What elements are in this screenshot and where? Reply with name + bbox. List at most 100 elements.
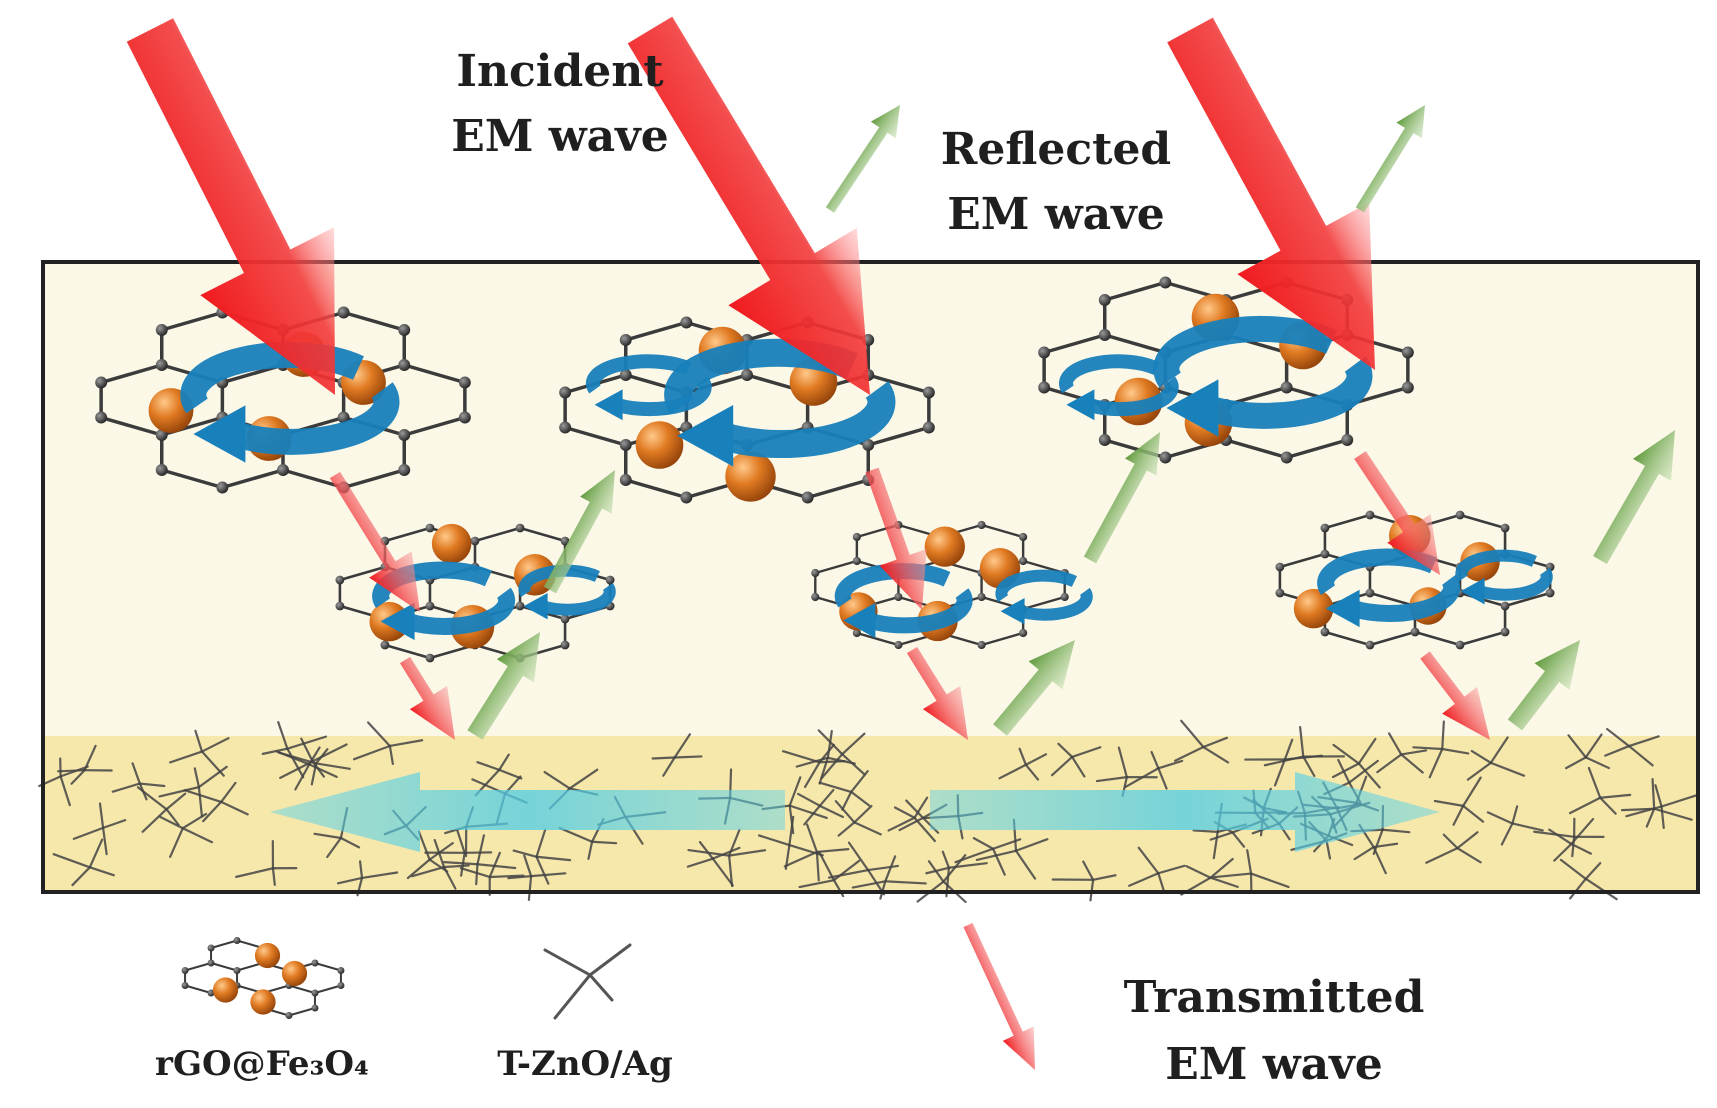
label-incident-line2: EM wave xyxy=(451,111,669,162)
reflected-arrow-left-2 xyxy=(543,470,615,594)
tetrapod xyxy=(817,729,866,780)
tetrapod xyxy=(1331,737,1381,789)
internal-arrow-left-2 xyxy=(399,656,455,740)
transmitted-arrow xyxy=(963,922,1035,1070)
tetrapod xyxy=(1212,849,1290,894)
fe3o4-nanoparticle xyxy=(1293,588,1334,629)
eddy-swirl-mini-right xyxy=(1059,354,1179,421)
incident-arrow-right xyxy=(1167,17,1375,370)
tetrapod xyxy=(512,828,572,885)
tetrapod xyxy=(1425,831,1482,864)
tetrapod xyxy=(1050,742,1102,778)
induced-current-arrows xyxy=(270,772,1440,852)
fe3o4-nanoparticle xyxy=(250,989,276,1015)
tetrapod xyxy=(1173,719,1230,764)
tetrapod xyxy=(352,721,424,766)
reflected-arrow-right-1 xyxy=(1507,639,1581,731)
tetrapod xyxy=(1466,736,1526,781)
tetrapod xyxy=(507,854,567,901)
eddy-swirl-lower-right xyxy=(1317,548,1461,628)
label-incident-line1: Incident xyxy=(456,46,664,97)
fe3o4-nanoparticle xyxy=(281,960,308,987)
legend: rGO@Fe₃O₄ T-ZnO/Ag xyxy=(155,937,673,1084)
eddy-swirl-upper-right xyxy=(1153,315,1373,437)
shield-material xyxy=(38,260,1700,904)
tetrapod xyxy=(1559,858,1618,901)
internal-arrow-right-1 xyxy=(1354,451,1440,575)
tetrapod xyxy=(1412,720,1470,779)
internal-arrow-left-1 xyxy=(329,471,421,613)
fe3o4-nanoparticle xyxy=(924,526,965,567)
tetrapod-zno-icon xyxy=(543,943,632,1020)
reflected-arrow-middle-1 xyxy=(993,639,1076,736)
reflected-arrow-middle xyxy=(825,105,900,213)
internal-arrow-right-2 xyxy=(1420,651,1491,741)
label-transmitted: Transmitted EM wave xyxy=(1124,972,1425,1090)
tetrapod xyxy=(406,830,454,880)
em-wave-arrows xyxy=(126,16,1675,1070)
tetrapod xyxy=(851,855,927,900)
tetrapod xyxy=(834,800,882,837)
tetrapod xyxy=(797,788,845,826)
label-transmitted-line1: Transmitted xyxy=(1124,972,1425,1023)
eddy-swirl-mini-middle xyxy=(585,354,712,421)
tetrapod xyxy=(183,781,249,823)
tetrapod xyxy=(1180,857,1239,896)
incident-arrow-left xyxy=(126,18,336,396)
label-transmitted-line2: EM wave xyxy=(1165,1039,1383,1090)
eddy-swirl-mini-lower-middle xyxy=(995,569,1093,625)
tetrapod xyxy=(136,786,187,833)
legend-label-rgo: rGO@Fe₃O₄ xyxy=(155,1044,369,1084)
reflected-arrow-middle-2 xyxy=(1083,432,1160,564)
tetrapod xyxy=(72,802,127,856)
tetrapod xyxy=(1604,727,1660,767)
tetrapod xyxy=(1533,817,1605,858)
tetrapod xyxy=(1568,766,1632,815)
incident-arrow-middle xyxy=(627,16,871,396)
internal-arrow-middle-2 xyxy=(906,646,969,740)
tetrapod xyxy=(651,733,703,777)
label-reflected-line2: EM wave xyxy=(947,189,1165,240)
tetrapod xyxy=(1244,738,1324,787)
tetrapod xyxy=(686,841,741,887)
legend-label-tzno: T-ZnO/Ag xyxy=(497,1044,673,1084)
current-arrow-left xyxy=(270,772,785,852)
tetrapod xyxy=(1620,777,1693,828)
tetrapod xyxy=(1128,846,1186,891)
tetrapod xyxy=(169,729,230,777)
label-reflected: Reflected EM wave xyxy=(941,124,1171,240)
reflected-arrow-right xyxy=(1355,104,1426,213)
tetrapod xyxy=(261,721,328,779)
graphene-sheet-with-nanoparticles-icon xyxy=(181,937,345,1019)
tetrapod xyxy=(1548,817,1595,862)
label-reflected-line1: Reflected xyxy=(941,124,1171,175)
fe3o4-nanoparticle xyxy=(725,451,776,502)
fe3o4-nanoparticle xyxy=(212,977,239,1003)
eddy-swirl-mini-lower-right xyxy=(1455,549,1553,605)
tetrapod xyxy=(998,747,1048,781)
fe3o4-nanoparticle xyxy=(635,421,684,469)
fe3o4-nanoparticle xyxy=(254,942,281,969)
tetrapod xyxy=(235,840,298,886)
tetrapod xyxy=(1486,805,1544,846)
eddy-swirl-mini-lower-left xyxy=(518,564,616,620)
legend-sheet xyxy=(181,937,345,1019)
current-arrow-right xyxy=(930,772,1440,852)
tetrapod xyxy=(1565,733,1610,770)
fe3o4-nanoparticle xyxy=(431,523,472,564)
tetrapod xyxy=(1433,776,1485,826)
eddy-swirl-lower-middle xyxy=(834,563,973,639)
label-incident: Incident EM wave xyxy=(451,46,669,162)
tetrapod xyxy=(1051,860,1117,902)
reflected-arrow-right-2 xyxy=(1593,430,1675,564)
tetrapod xyxy=(159,812,214,858)
material-frame xyxy=(41,260,1700,894)
tetrapod xyxy=(38,757,89,807)
tetrapod xyxy=(424,828,493,877)
internal-arrow-middle-1 xyxy=(865,467,927,611)
tetrapod xyxy=(52,838,115,887)
tetrapod xyxy=(158,765,228,818)
tetrapod xyxy=(279,737,348,779)
